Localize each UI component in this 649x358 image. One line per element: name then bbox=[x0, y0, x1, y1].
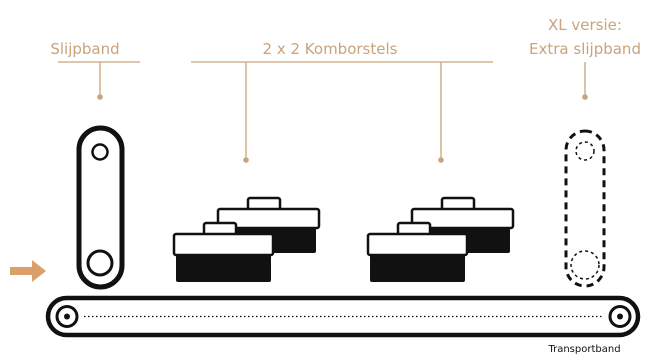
brush-unit-1-front bbox=[172, 221, 275, 282]
label-xl-versie: XL versie: bbox=[548, 16, 622, 34]
leader-xl bbox=[582, 62, 588, 100]
slijpband-belt bbox=[76, 125, 125, 290]
label-komborstels: 2 x 2 Komborstels bbox=[262, 40, 398, 58]
leader-komborstels bbox=[191, 61, 493, 163]
label-transportband: Transportband bbox=[548, 344, 621, 355]
transportband-belt bbox=[45, 295, 641, 338]
brush-unit-2-front bbox=[366, 221, 469, 282]
right-arrow-icon bbox=[10, 260, 46, 282]
leader-slijpband bbox=[58, 61, 140, 100]
label-slijpband: Slijpband bbox=[50, 40, 120, 58]
xl-slijpband-belt bbox=[564, 129, 606, 288]
label-extra-slijpband: Extra slijpband bbox=[529, 40, 641, 58]
